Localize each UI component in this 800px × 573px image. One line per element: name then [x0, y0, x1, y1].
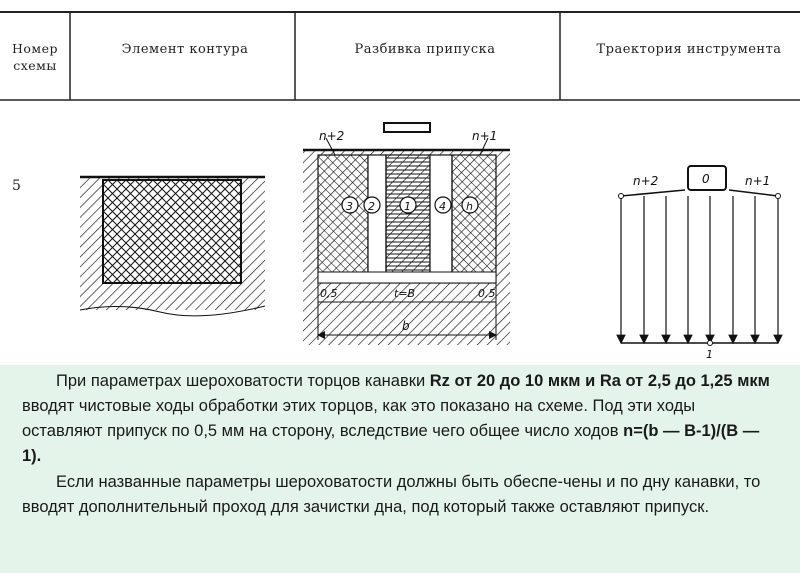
tool-label-zero: 0	[702, 172, 710, 186]
p1-text-a: При параметрах шероховатости торцов кана…	[56, 372, 430, 390]
header-tool-path: Траектория инструмента	[596, 42, 782, 57]
allowance-label-top-right: n+1	[472, 129, 497, 143]
text-panel	[0, 365, 800, 573]
p1-passes-formula: n=(b — B-1)/(B — 1).	[22, 422, 760, 465]
tool-label-bottom: 1	[706, 348, 713, 361]
zone-label-4: 4	[439, 200, 446, 213]
dim-label-center: t=B	[394, 287, 415, 300]
contour-element-drawing	[79, 175, 266, 317]
header-contour-element: Элемент контура	[121, 42, 249, 57]
tool-path-drawing	[616, 165, 783, 346]
dim-label-right: 0,5	[478, 287, 496, 300]
tool-label-left: n+2	[633, 174, 658, 188]
dim-label-total: b	[402, 319, 410, 333]
header-scheme-number-line1: Номер	[11, 41, 59, 56]
allowance-label-top-left: n+2	[319, 129, 344, 143]
zone-label-h: h	[466, 200, 473, 213]
tool-label-right: n+1	[745, 174, 770, 188]
dim-label-left: 0,5	[320, 287, 338, 300]
p2-text: Если названные параметры шероховатости д…	[22, 473, 761, 516]
paragraph-roughness-bottom: Если названные параметры шероховатости д…	[22, 470, 780, 520]
zone-label-3: 3	[346, 200, 353, 213]
zone-label-1: 1	[404, 200, 411, 213]
row-number: 5	[12, 178, 21, 194]
scheme-table: n+2 n+1 3 2 1 4 h 0,5 t=B 0,5 b n+2 0 n+…	[0, 11, 800, 361]
scheme-drawing: n+2 n+1 3 2 1 4 h 0,5 t=B 0,5 b n+2 0 n+…	[0, 11, 800, 361]
header-allowance-breakdown: Разбивка припуска	[354, 42, 496, 57]
p1-text-c: вводят чистовые ходы обработки этих торц…	[22, 397, 696, 440]
header-scheme-number-line2: схемы	[13, 58, 57, 73]
p1-roughness-range: Rz от 20 до 10 мкм и Ra от 2,5 до 1,25 м…	[429, 372, 770, 390]
paragraph-roughness-walls: При параметрах шероховатости торцов кана…	[22, 369, 780, 469]
zone-label-2: 2	[368, 200, 375, 213]
allowance-breakdown-drawing	[303, 122, 510, 345]
header-scheme-number: Номер схемы	[4, 40, 66, 74]
